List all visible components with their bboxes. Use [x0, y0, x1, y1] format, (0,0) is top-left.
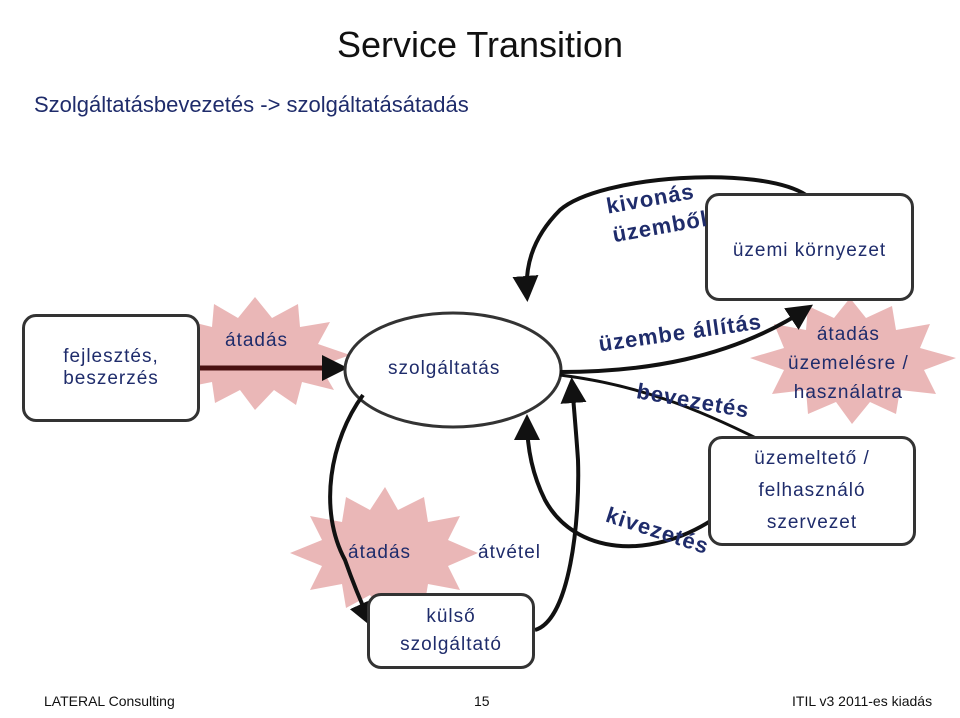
label-handover-ops: átadás üzemelésre / használatra — [788, 320, 909, 407]
footer-right: ITIL v3 2011-es kiadás — [792, 693, 933, 709]
footer-page-number: 15 — [474, 693, 490, 709]
node-development: fejlesztés, beszerzés — [22, 314, 200, 422]
arrow-go-live — [559, 304, 813, 374]
label-handover-ops-line2: üzemelésre / — [788, 353, 909, 374]
slide-title: Service Transition — [336, 24, 624, 65]
node-external-line2: szolgáltató — [400, 634, 502, 655]
label-handover-bottom: átadás — [348, 542, 412, 563]
arrow-phase-out — [514, 414, 714, 549]
node-development-line1: fejlesztés, — [63, 346, 159, 367]
starburst-top-handover — [168, 297, 350, 410]
node-operator-line1: üzemeltető / — [754, 448, 870, 469]
label-handover-ops-line1: átadás — [816, 324, 880, 345]
node-production: üzemi környezet — [705, 193, 914, 301]
label-acceptance: átvétel — [478, 542, 541, 563]
footer-left: LATERAL Consulting — [44, 693, 175, 709]
node-operator-line2: felhasználó — [758, 480, 866, 501]
arrow-acceptance — [534, 377, 587, 632]
node-development-line2: beszerzés — [63, 368, 159, 389]
node-operator-line3: szervezet — [766, 512, 858, 533]
node-service-label: szolgáltatás — [388, 358, 501, 379]
label-handover-ops-line3: használatra — [793, 382, 903, 403]
starburst-bottom-handover — [290, 487, 478, 618]
node-production-label: üzemi környezet — [732, 240, 887, 261]
label-handover-top: átadás — [225, 330, 289, 351]
node-external-line1: külső — [426, 606, 476, 627]
arrow-withdraw — [512, 175, 808, 302]
node-operator: üzemeltető / felhasználó szervezet — [708, 436, 916, 546]
node-external: külső szolgáltató — [367, 593, 535, 669]
arrow-to-external — [328, 393, 374, 628]
slide-subtitle: Szolgáltatásbevezetés -> szolgáltatásáta… — [34, 92, 469, 117]
arrow-introduction — [559, 373, 761, 442]
